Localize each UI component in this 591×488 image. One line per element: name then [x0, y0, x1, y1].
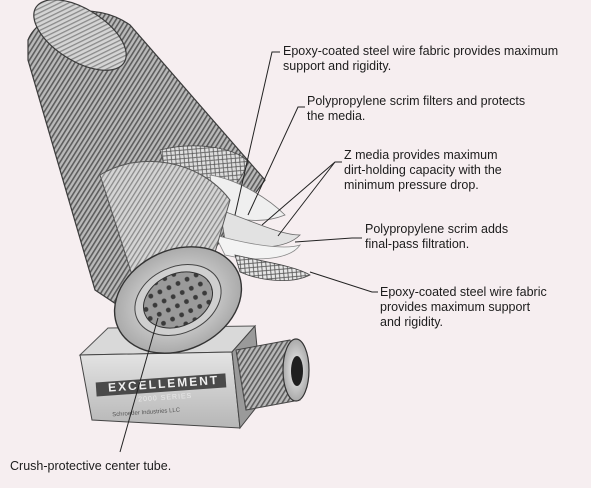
leader-z-media-2 — [277, 161, 336, 237]
leader-inner-wire — [309, 271, 378, 293]
callout-center-tube: Crush-protective center tube. — [10, 459, 171, 474]
callout-scrim-filter: Polypropylene scrim filters and protects… — [307, 94, 525, 124]
box-brand-band — [95, 373, 227, 397]
callout-scrim-filter-line-2: the media. — [307, 109, 366, 123]
callout-z-media: Z media provides maximum dirt-holding ca… — [344, 148, 502, 193]
center-tube-perforations — [143, 271, 213, 329]
callout-outer-wire: Epoxy-coated steel wire fabric provides … — [283, 44, 558, 74]
small-filter-cartridge — [235, 338, 310, 411]
callout-inner-wire-line-3: and rigidity. — [380, 315, 443, 329]
leader-outer-wire — [234, 51, 280, 216]
callout-outer-wire-line-2: support and rigidity. — [283, 59, 392, 73]
leader-center-tube — [119, 317, 159, 453]
callout-scrim-final: Polypropylene scrim adds final-pass filt… — [365, 222, 508, 252]
callout-scrim-filter-line-1: Polypropylene scrim filters and protects — [307, 94, 526, 108]
leader-lines — [119, 51, 378, 453]
callout-center-tube-line-1: Crush-protective center tube. — [10, 459, 172, 473]
callout-z-media-line-3: minimum pressure drop. — [344, 178, 479, 192]
callout-z-media-line-1: Z media provides maximum — [344, 148, 498, 162]
box-maker-text: Schroeder Industries LLC — [112, 408, 181, 419]
callout-inner-wire: Epoxy-coated steel wire fabric provides … — [380, 285, 547, 330]
callout-inner-wire-line-1: Epoxy-coated steel wire fabric — [380, 285, 547, 299]
callout-z-media-line-2: dirt-holding capacity with the — [344, 163, 502, 177]
peeled-wire-mesh-inner — [234, 254, 311, 281]
callout-scrim-final-line-2: final-pass filtration. — [365, 237, 470, 251]
box-series-text: 2000 SERIES — [138, 393, 193, 404]
leader-scrim-final — [294, 237, 362, 243]
leader-scrim-filter — [247, 106, 305, 216]
callout-inner-wire-line-2: provides maximum support — [380, 300, 531, 314]
callout-scrim-final-line-1: Polypropylene scrim adds — [365, 222, 509, 236]
callout-outer-wire-line-1: Epoxy-coated steel wire fabric provides … — [283, 44, 559, 58]
filter-end-cap — [113, 246, 243, 354]
